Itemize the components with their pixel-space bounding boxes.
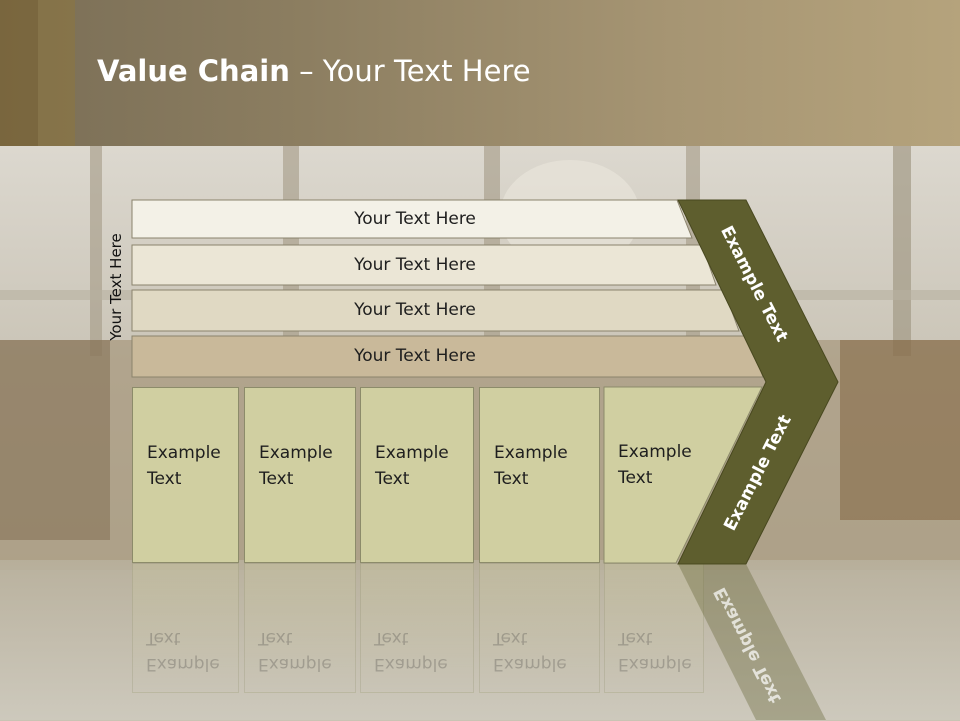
header-accent-bar (0, 0, 38, 146)
activity-box-label: Example Text (375, 443, 449, 489)
activity-box-reflection: Example Text (604, 563, 704, 693)
header-band: Value Chain – Your Text Here (0, 0, 960, 146)
row-shape (131, 335, 764, 378)
activity-box-reflection: Example Text (244, 563, 356, 693)
activity-box-reflection: Example Text (132, 563, 239, 693)
reflection-label: Example Text (374, 628, 448, 674)
slide-title-bold: Value Chain (97, 54, 290, 88)
row-label: Your Text Here (354, 209, 476, 229)
reflection-label: Example Text (146, 628, 220, 674)
activity-box-label: Example Text (494, 443, 568, 489)
value-chain-row-2[interactable]: Your Text Here (131, 244, 722, 286)
value-chain-row-1[interactable]: Your Text Here (131, 199, 698, 239)
activity-box-reflection: Example Text (360, 563, 474, 693)
activity-box-5-shape (603, 386, 763, 564)
activity-box-reflection: Example Text (479, 563, 600, 693)
activity-box-2[interactable]: Example Text (244, 387, 356, 563)
side-label[interactable]: Your Text Here (107, 233, 125, 341)
activity-box-label: Example Text (618, 442, 692, 488)
value-chain-row-4[interactable]: Your Text Here (131, 335, 767, 378)
slide-title[interactable]: Value Chain – Your Text Here (97, 54, 531, 88)
row-shape (131, 199, 693, 239)
row-label: Your Text Here (354, 300, 476, 320)
activity-box-4[interactable]: Example Text (479, 387, 600, 563)
activity-box-label: Example Text (259, 443, 333, 489)
reflection-label: Example Text (258, 628, 332, 674)
reflection-label: Example Text (493, 628, 567, 674)
row-shape (131, 244, 717, 286)
activity-box-5[interactable]: Example Text (604, 387, 704, 563)
value-chain-row-3[interactable]: Your Text Here (131, 289, 744, 332)
header-accent-bar (38, 0, 75, 146)
row-label: Your Text Here (354, 255, 476, 275)
slide-title-rest: – Your Text Here (289, 54, 531, 88)
row-shape (131, 289, 740, 332)
row-label: Your Text Here (354, 346, 476, 366)
activity-box-3[interactable]: Example Text (360, 387, 474, 563)
activity-box-1[interactable]: Example Text (132, 387, 239, 563)
value-chain-chevron[interactable] (676, 199, 841, 565)
activity-box-label: Example Text (147, 443, 221, 489)
chevron-reflection (678, 564, 826, 720)
